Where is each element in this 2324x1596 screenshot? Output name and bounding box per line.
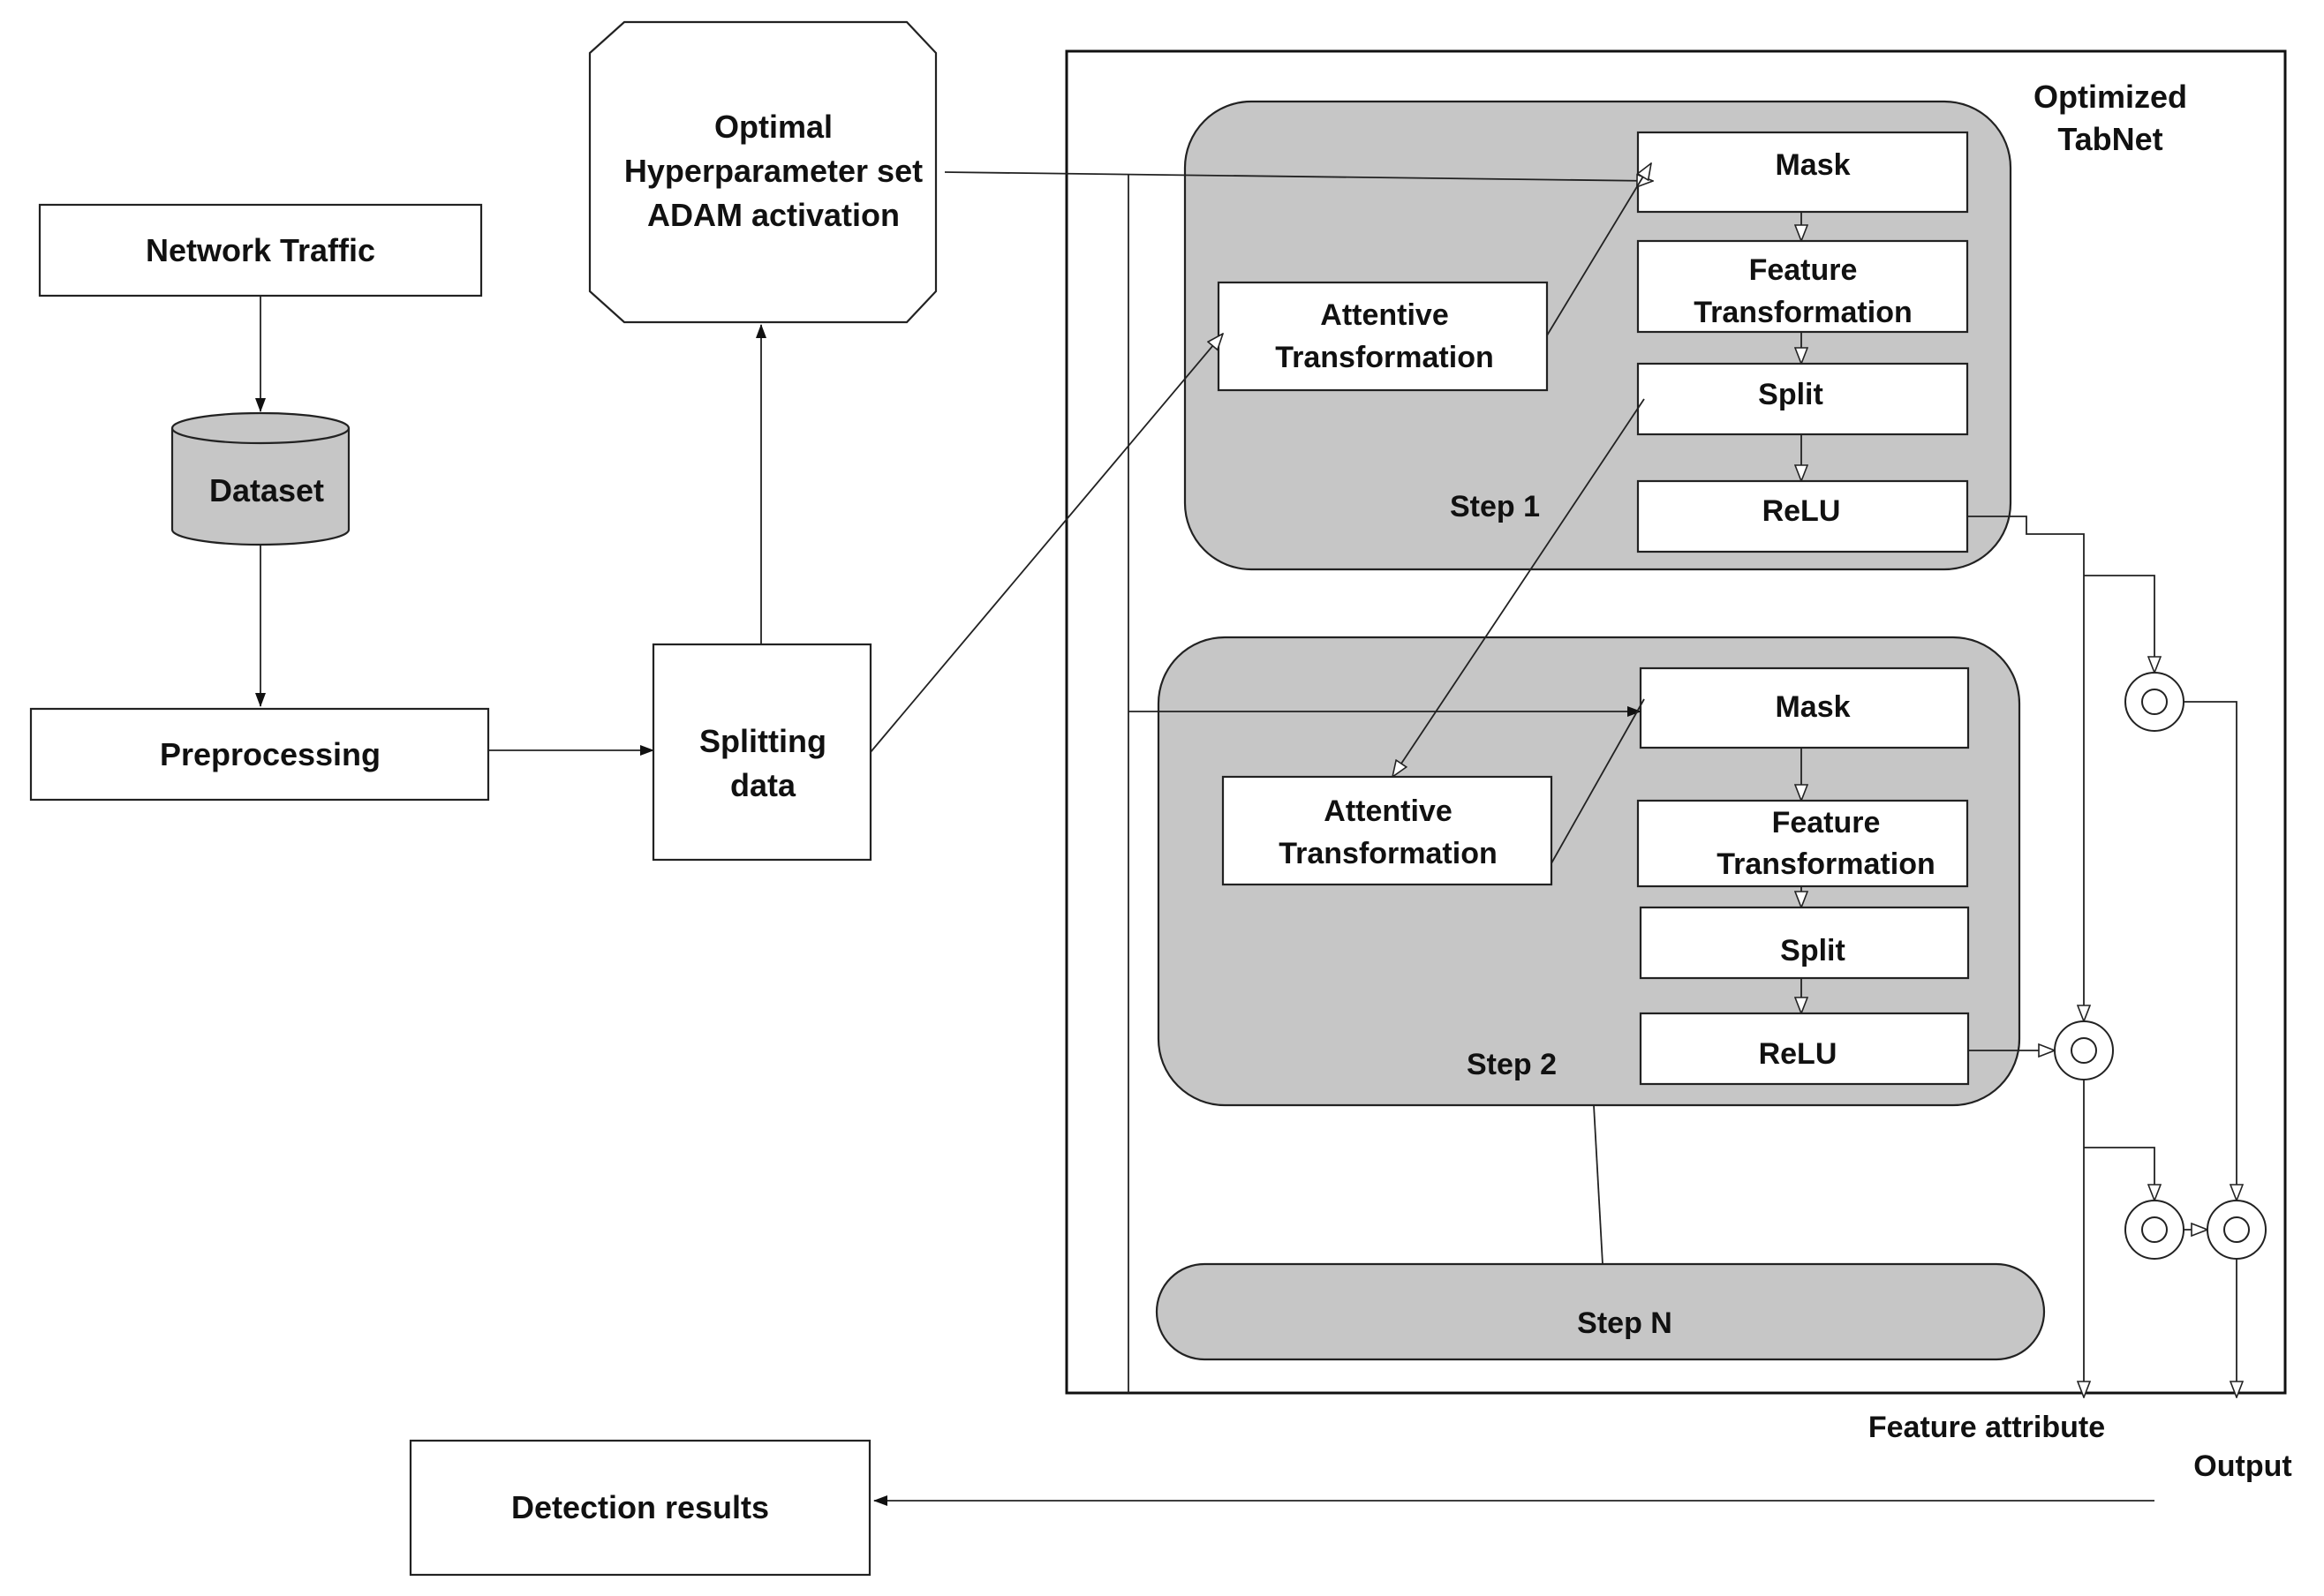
arrow-agg1-to-agg4 <box>2184 701 2237 1201</box>
arrow-attentive2-to-mask2 <box>1551 698 1645 864</box>
hyperparameter-label-1: Optimal <box>714 109 833 145</box>
step1-feature-label-1: Feature <box>1749 253 1858 287</box>
step2-mask-label: Mask <box>1775 690 1850 724</box>
arrow-split1-to-attentive2 <box>1392 398 1645 777</box>
output-label: Output <box>2193 1449 2291 1483</box>
optimized-tabnet-frame <box>1065 49 2287 1395</box>
aggregation-node-4 <box>2207 1200 2267 1260</box>
step1-mask-label: Mask <box>1775 148 1850 182</box>
arrow-agg2-to-agg3 <box>2084 1147 2154 1201</box>
detection-results-node: Detection results <box>409 1439 872 1577</box>
detection-results-label: Detection results <box>511 1489 769 1525</box>
tabnet-title-2: TabNet <box>2057 121 2162 157</box>
feature-attribute-label: Feature attribute <box>1868 1411 2105 1444</box>
arrow-splitting-to-attentive <box>870 334 1223 753</box>
preprocessing-node: Preprocessing <box>29 707 490 802</box>
step2-attentive-label-2: Transformation <box>1279 837 1497 870</box>
network-traffic-label: Network Traffic <box>146 232 375 268</box>
splitting-data-label-2: data <box>730 767 796 803</box>
step2-feature-label-2: Transformation <box>1717 847 1935 881</box>
step2-block: Step 2 Attentive Transformation Mask Fea… <box>1157 636 2021 1107</box>
step1-relu-label: ReLU <box>1762 494 1841 528</box>
step1-attentive-label-1: Attentive <box>1320 298 1448 332</box>
tabnet-title-1: Optimized <box>2034 79 2187 115</box>
dataset-cylinder: Dataset <box>170 411 351 546</box>
stepN-block: Step N <box>1155 1262 2046 1361</box>
aggregation-node-2 <box>2054 1020 2114 1080</box>
splitting-data-node: Splitting data <box>652 643 872 862</box>
stepN-label: Step N <box>1577 1306 1672 1340</box>
arrow-relu1-to-agg2 <box>1967 516 2084 1021</box>
step1-feature-label-2: Transformation <box>1694 296 1912 329</box>
arrow-relu1-to-agg1 <box>2084 575 2154 673</box>
preprocessing-label: Preprocessing <box>160 736 381 772</box>
step2-split-label: Split <box>1780 934 1845 967</box>
step2-feature-label-1: Feature <box>1772 806 1881 839</box>
step1-split-label: Split <box>1758 378 1823 411</box>
link-step2-to-stepN <box>1593 1104 1603 1265</box>
step2-attentive-label-1: Attentive <box>1324 794 1452 828</box>
network-traffic-node: Network Traffic <box>38 203 483 297</box>
aggregation-node-1 <box>2124 672 2184 732</box>
arrow-attentive1-to-mask1 <box>1546 163 1651 336</box>
step1-attentive-label-2: Transformation <box>1275 341 1493 374</box>
aggregation-node-3 <box>2124 1200 2184 1260</box>
arrow-hyperparameter-to-mask <box>944 171 1653 181</box>
step2-label: Step 2 <box>1467 1048 1557 1081</box>
splitting-data-label-1: Splitting <box>699 723 826 759</box>
step1-block: Step 1 Attentive Transformation Mask Fea… <box>1183 100 2012 571</box>
hyperparameter-label-3: ADAM activation <box>647 197 900 233</box>
step2-relu-label: ReLU <box>1759 1037 1837 1071</box>
hyperparameter-node: Optimal Hyperparameter set ADAM activati… <box>588 20 938 324</box>
dataset-label: Dataset <box>209 472 324 508</box>
step1-label: Step 1 <box>1450 490 1540 523</box>
hyperparameter-label-2: Hyperparameter set <box>624 153 923 189</box>
